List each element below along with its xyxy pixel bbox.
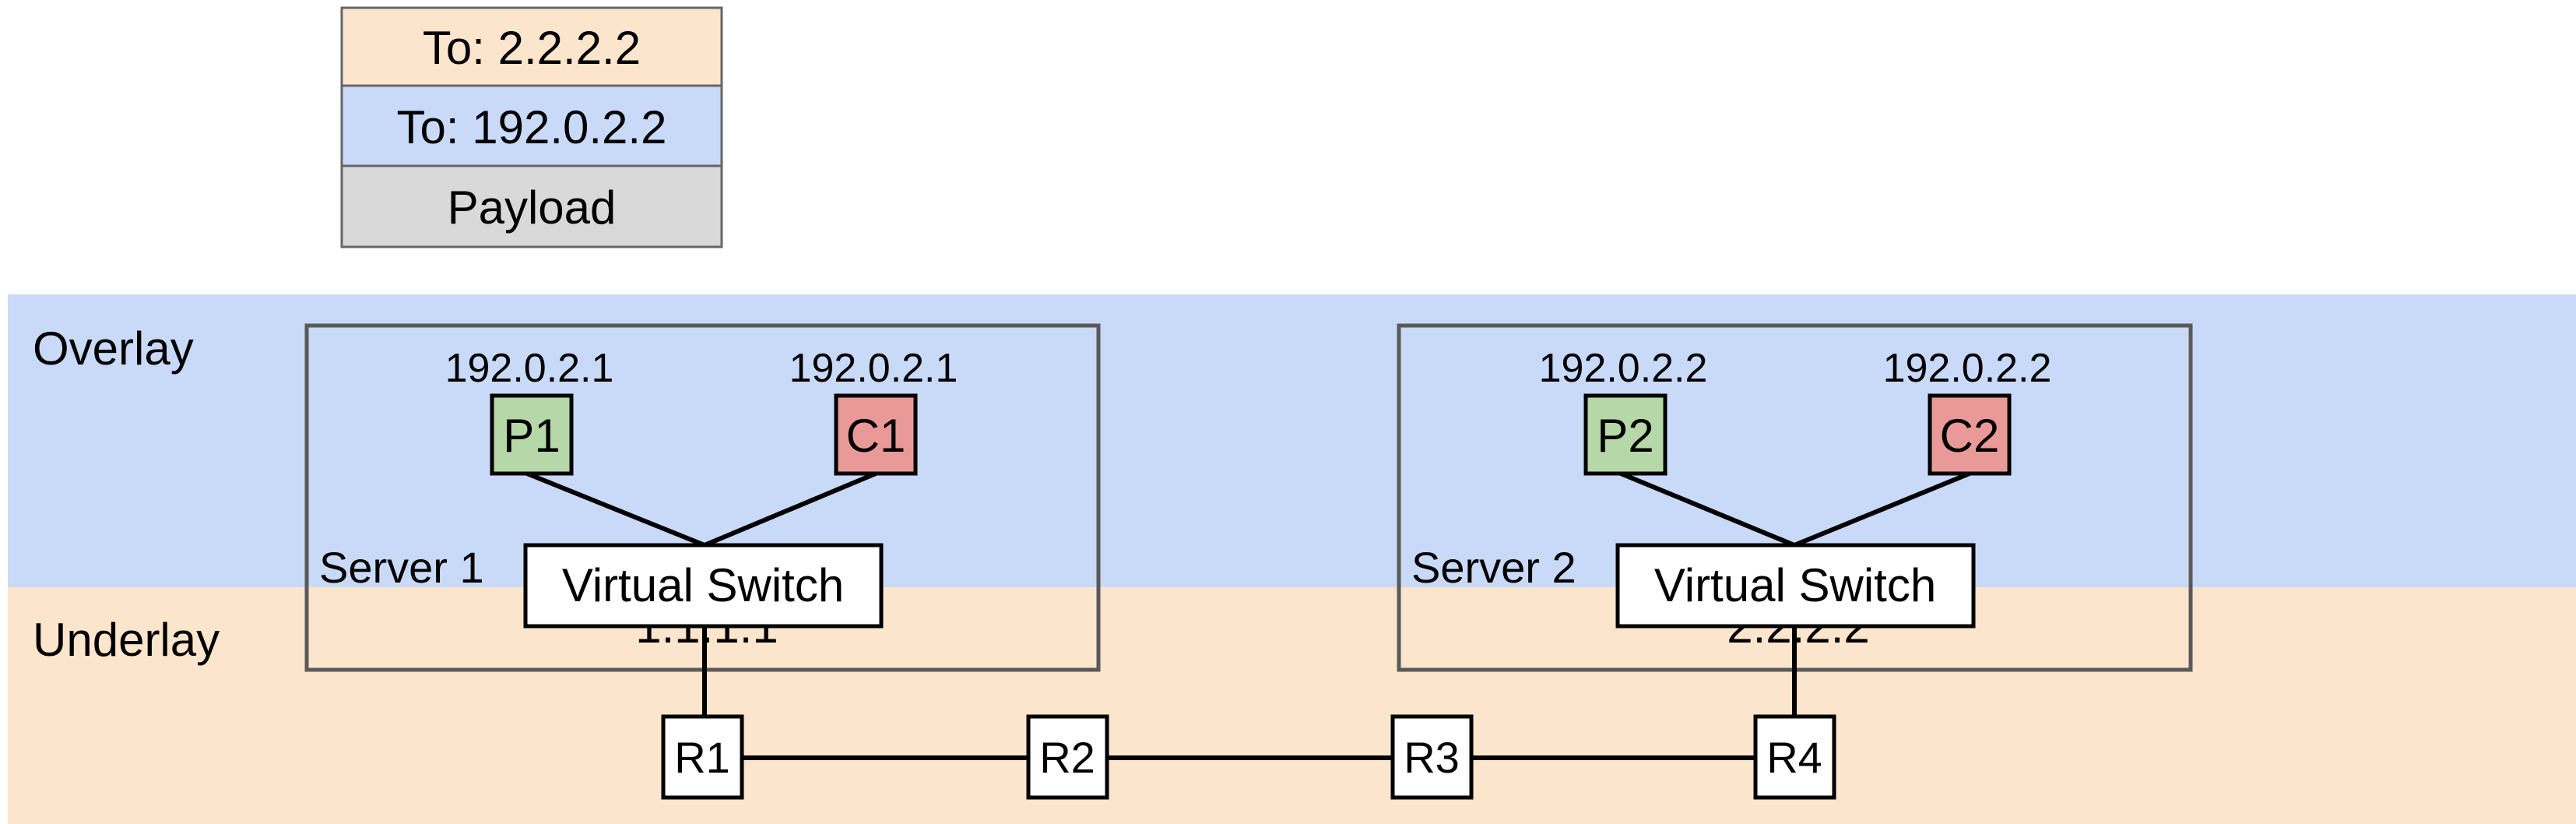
virtual-switch-2-label: Virtual Switch: [1654, 559, 1936, 611]
vm-p2-box: [1583, 393, 1668, 476]
vm-p2-ip: 192.0.2.2: [1539, 346, 1708, 391]
link-c1-switch1: [703, 471, 877, 548]
link-p2-switch2: [1619, 471, 1796, 548]
virtual-switch-1-label: Virtual Switch: [562, 559, 844, 611]
vm-p2: 192.0.2.2 P2: [1539, 346, 1708, 476]
router-r3-box: [1390, 714, 1474, 800]
virtual-switch-1: Virtual Switch: [523, 543, 884, 629]
vm-p1-box: [490, 393, 574, 476]
vm-c2-box: [1928, 393, 2012, 476]
vm-p2-name: P2: [1597, 410, 1653, 462]
outer-header-text: To: 2.2.2.2: [423, 22, 641, 74]
router-r2: R2: [1026, 714, 1109, 800]
inner-header-text: To: 192.0.2.2: [397, 101, 667, 153]
vm-p1: 192.0.2.1 P1: [445, 346, 614, 476]
router-r4-label: R4: [1766, 733, 1822, 782]
router-r1-label: R1: [674, 733, 730, 782]
virtual-switch-2: Virtual Switch: [1615, 543, 1976, 629]
packet-header-stack: To: 2.2.2.2 To: 192.0.2.2 Payload: [340, 6, 723, 248]
router-r4: R4: [1753, 714, 1836, 800]
link-c2-switch2: [1793, 471, 1971, 548]
payload-box: [340, 164, 723, 248]
vm-c2: 192.0.2.2 C2: [1883, 346, 2052, 476]
virtual-switch-2-box: [1615, 543, 1976, 629]
vm-c2-ip: 192.0.2.2: [1883, 346, 2052, 391]
underlay-label: Underlay: [33, 614, 220, 666]
router-r3-label: R3: [1404, 733, 1460, 782]
overlay-label: Overlay: [33, 322, 194, 375]
overlay-band: [8, 294, 2576, 587]
router-r2-label: R2: [1039, 733, 1095, 782]
vm-c1-name: C1: [846, 410, 906, 462]
server-2-label: Server 2: [1411, 543, 1576, 592]
underlay-band: [8, 587, 2576, 824]
links: [525, 471, 1971, 760]
vm-c1-box: [834, 393, 918, 476]
router-r4-box: [1753, 714, 1836, 800]
payload-text: Payload: [448, 181, 617, 234]
server-1-label: Server 1: [319, 543, 484, 592]
vm-p1-ip: 192.0.2.1: [445, 346, 614, 391]
vm-c1-ip: 192.0.2.1: [789, 346, 958, 391]
vm-c2-name: C2: [1940, 410, 2000, 462]
router-r1: R1: [661, 714, 744, 800]
virtual-switch-1-box: [523, 543, 884, 629]
vm-p1-name: P1: [503, 410, 560, 462]
link-p1-switch1: [525, 471, 706, 548]
router-r1-box: [661, 714, 744, 800]
router-r3: R3: [1390, 714, 1474, 800]
router-r2-box: [1026, 714, 1109, 800]
vm-c1: 192.0.2.1 C1: [789, 346, 958, 476]
inner-header-box: [340, 84, 723, 167]
